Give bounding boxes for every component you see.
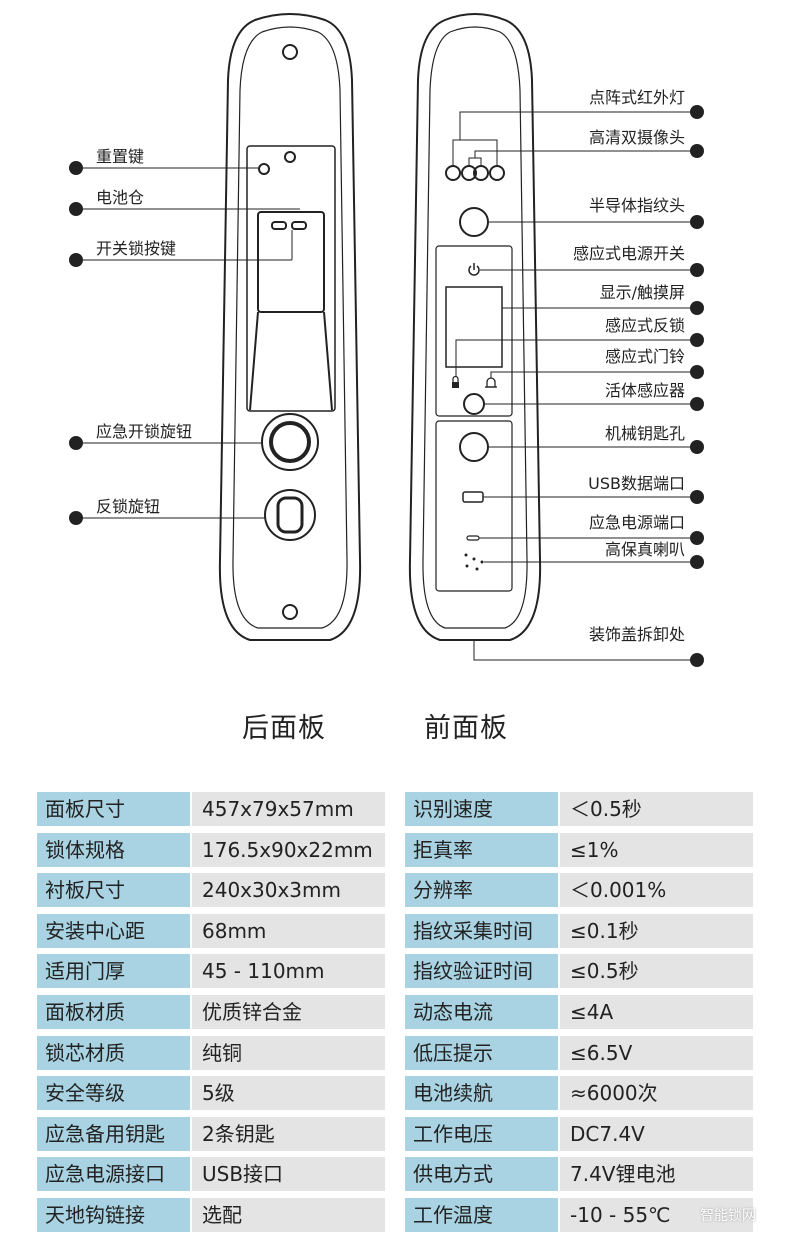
- spec-row: 指纹验证时间≤0.5秒: [405, 954, 753, 989]
- lock-diagram: [69, 13, 704, 667]
- spec-label: 工作温度: [405, 1198, 558, 1232]
- spec-value: 选配: [192, 1198, 385, 1232]
- spec-value: ≤0.5秒: [560, 954, 753, 989]
- callout-power-switch: 感应式电源开关: [572, 244, 685, 263]
- callout-ir-light: 点阵式红外灯: [588, 88, 685, 107]
- callout-battery-compartment: 电池仓: [96, 188, 145, 207]
- spec-row: 分辨率＜0.001%: [405, 873, 753, 908]
- callout-deadlock-sensor: 感应式反锁: [604, 316, 685, 335]
- spec-row: 动态电流≤4A: [405, 995, 753, 1029]
- spec-row: 面板材质优质锌合金: [37, 995, 385, 1029]
- rear-panel-drawing: [218, 13, 362, 641]
- watermark: 智能锁网: [700, 1208, 756, 1224]
- spec-value: 240x30x3mm: [192, 873, 385, 908]
- spec-value: USB接口: [192, 1157, 385, 1192]
- spec-label: 应急备用钥匙: [37, 1116, 190, 1151]
- front-panel-title: 前面板: [424, 713, 508, 744]
- spec-label: 供电方式: [405, 1157, 558, 1192]
- spec-label: 电池续航: [405, 1076, 558, 1111]
- bell-icon: [485, 377, 497, 388]
- callout-keyhole: 机械钥匙孔: [604, 424, 685, 443]
- rear-panel-title: 后面板: [242, 713, 326, 744]
- spec-row: 锁芯材质纯铜: [37, 1035, 385, 1070]
- callout-deadlock-knob: 反锁旋钮: [96, 497, 161, 516]
- rear-callout-dots: [69, 161, 83, 525]
- spec-row: 识别速度＜0.5秒: [405, 792, 753, 826]
- spec-label: 锁体规格: [37, 832, 190, 867]
- spec-label: 衬板尺寸: [37, 873, 190, 908]
- spec-value: 457x79x57mm: [192, 792, 385, 826]
- spec-value: 2条钥匙: [192, 1116, 385, 1151]
- spec-label: 拒真率: [405, 832, 558, 867]
- callout-speaker: 高保真喇叭: [604, 540, 685, 559]
- lock-icon: [452, 375, 459, 388]
- spec-value: ≤6.5V: [560, 1035, 753, 1070]
- spec-label: 适用门厚: [37, 954, 190, 989]
- spec-row: 天地钩链接选配: [37, 1198, 385, 1232]
- spec-label: 安全等级: [37, 1076, 190, 1111]
- spec-value: 176.5x90x22mm: [192, 832, 385, 867]
- front-panel-details: [464, 553, 484, 571]
- spec-row: 工作温度-10 - 55℃: [405, 1198, 753, 1232]
- spec-value: ≈6000次: [560, 1076, 753, 1111]
- spec-value: DC7.4V: [560, 1116, 753, 1151]
- power-icon: [468, 263, 480, 276]
- spec-value: 5级: [192, 1076, 385, 1111]
- spec-value: 7.4V锂电池: [560, 1157, 753, 1192]
- callout-emergency-knob: 应急开锁旋钮: [96, 422, 193, 441]
- spec-row: 电池续航≈6000次: [405, 1076, 753, 1111]
- spec-label: 识别速度: [405, 792, 558, 826]
- spec-label: 面板尺寸: [37, 792, 190, 826]
- callout-lock-button: 开关锁按键: [96, 239, 177, 258]
- spec-value: ≤0.1秒: [560, 913, 753, 948]
- spec-label: 天地钩链接: [37, 1198, 190, 1232]
- callout-touchscreen: 显示/触摸屏: [599, 283, 685, 302]
- spec-value: 45 - 110mm: [192, 954, 385, 989]
- spec-label: 安装中心距: [37, 913, 190, 948]
- spec-label: 指纹采集时间: [405, 913, 558, 948]
- spec-value: ＜0.5秒: [560, 792, 753, 826]
- spec-label: 分辨率: [405, 873, 558, 908]
- spec-label: 指纹验证时间: [405, 954, 558, 989]
- spec-row: 低压提示≤6.5V: [405, 1035, 753, 1070]
- callout-liveness-sensor: 活体感应器: [604, 381, 685, 400]
- spec-value: ＜0.001%: [560, 873, 753, 908]
- spec-label: 应急电源接口: [37, 1157, 190, 1192]
- spec-label: 工作电压: [405, 1116, 558, 1151]
- front-callout-dots: [690, 105, 704, 667]
- callout-fingerprint: 半导体指纹头: [588, 196, 685, 215]
- spec-value: ≤4A: [560, 995, 753, 1029]
- spec-row: 拒真率≤1%: [405, 832, 753, 867]
- callout-usb-port: USB数据端口: [588, 474, 685, 493]
- spec-label: 面板材质: [37, 995, 190, 1029]
- spec-label: 动态电流: [405, 995, 558, 1029]
- spec-label: 锁芯材质: [37, 1035, 190, 1070]
- callout-dual-camera: 高清双摄像头: [588, 128, 685, 147]
- spec-value: ≤1%: [560, 832, 753, 867]
- callout-doorbell: 感应式门铃: [604, 347, 685, 366]
- front-panel-drawing: [408, 13, 542, 641]
- callout-cover-removal: 装饰盖拆卸处: [588, 625, 685, 644]
- spec-row: 指纹采集时间≤0.1秒: [405, 913, 753, 948]
- spec-label: 低压提示: [405, 1035, 558, 1070]
- spec-value: 优质锌合金: [192, 995, 385, 1029]
- rear-callout-lines: [78, 167, 300, 519]
- front-callout-lines: [452, 111, 697, 661]
- spec-value: 纯铜: [192, 1035, 385, 1070]
- callout-emergency-power: 应急电源端口: [588, 513, 685, 532]
- spec-value: 68mm: [192, 913, 385, 948]
- callout-reset-key: 重置键: [96, 147, 145, 166]
- spec-value: -10 - 55℃: [560, 1198, 753, 1232]
